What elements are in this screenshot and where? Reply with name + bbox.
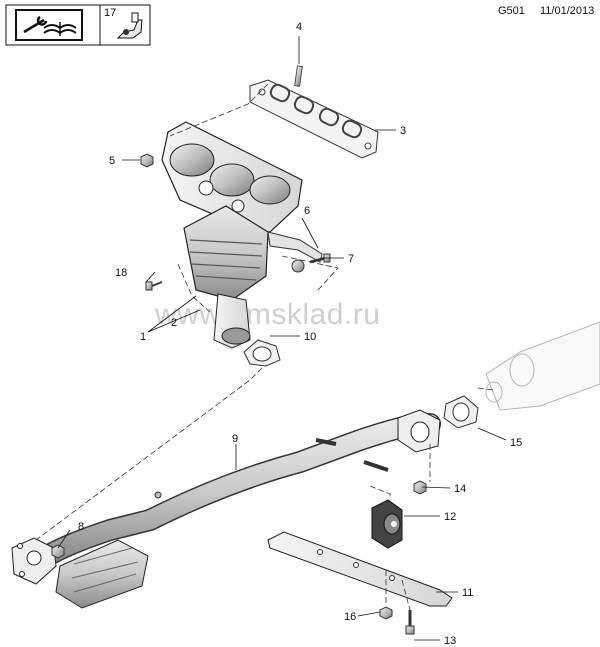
bolt-part-13 <box>405 610 415 635</box>
callout-12: 12 <box>444 511 456 523</box>
assembly-dash-lines <box>35 83 495 611</box>
callout-2: 2 <box>171 317 177 329</box>
exhaust-manifold-catalyst <box>161 121 323 349</box>
tool-header-box <box>5 4 151 46</box>
workshop-manual-icon <box>15 9 83 41</box>
nut-part-16 <box>379 606 393 620</box>
callout-5: 5 <box>109 155 115 167</box>
stud-part-4 <box>294 36 303 87</box>
tool-box-number: 17 <box>104 7 117 19</box>
callout-16: 16 <box>344 611 356 623</box>
callout-10: 10 <box>304 331 316 343</box>
gasket-part-10 <box>243 339 281 367</box>
nut-part-14 <box>413 480 427 495</box>
crossmember-part-11 <box>267 531 453 607</box>
callout-14: 14 <box>454 483 466 495</box>
callout-13: 13 <box>444 635 456 647</box>
callout-leaders <box>57 129 507 641</box>
nut-part-8 <box>51 544 65 559</box>
callout-4: 4 <box>296 21 302 33</box>
page-date: 11/01/2013 <box>540 5 595 17</box>
watermark-text: www.gmsklad.ru <box>154 298 380 331</box>
sealant-tube-icon <box>116 12 143 39</box>
callout-6: 6 <box>304 205 310 217</box>
callout-labels: 4 3 5 6 7 18 2 1 10 9 8 15 14 12 11 16 1… <box>78 21 522 647</box>
callout-1: 1 <box>140 331 146 343</box>
hanger-part-12 <box>371 499 403 549</box>
callout-18: 18 <box>115 267 127 279</box>
callout-11: 11 <box>462 587 473 599</box>
rear-muffler-outline <box>485 321 600 411</box>
callout-15: 15 <box>510 437 522 449</box>
manifold-gasket-part-3 <box>249 79 379 159</box>
callout-3: 3 <box>400 125 406 137</box>
callout-8: 8 <box>78 521 84 533</box>
nut-part-5 <box>140 153 154 168</box>
callout-9: 9 <box>232 433 238 445</box>
callout-7: 7 <box>348 253 354 265</box>
bolt-part-18 <box>145 281 163 291</box>
gasket-part-15 <box>443 395 479 429</box>
front-pipe-part-9 <box>11 409 441 609</box>
page-code: G501 <box>498 5 525 17</box>
